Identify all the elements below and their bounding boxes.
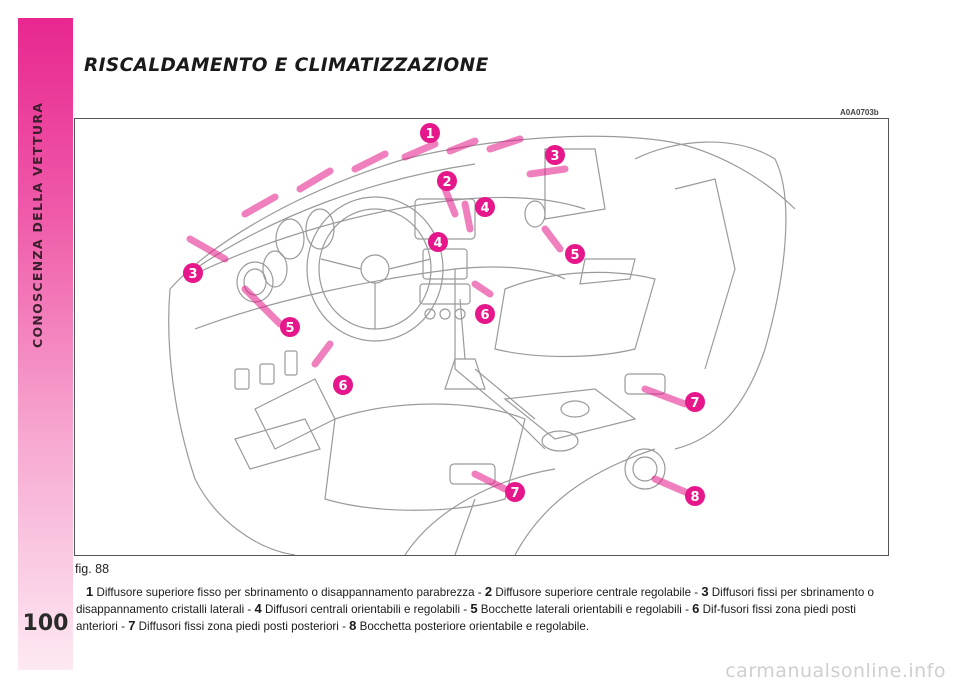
callout-badge-6: 6 bbox=[333, 375, 353, 395]
callout-label: 6 bbox=[338, 379, 347, 394]
callout-badge-7: 7 bbox=[505, 482, 525, 502]
callout-label: 6 bbox=[480, 308, 489, 323]
airflow-arrow bbox=[241, 285, 284, 328]
page-number: 100 bbox=[22, 611, 69, 636]
legend-item: 1 Diffusore superiore fisso per sbriname… bbox=[86, 584, 485, 599]
section-sidebar: CONOSCENZA DELLA VETTURA bbox=[18, 18, 73, 670]
callout-badge-7: 7 bbox=[685, 392, 705, 412]
figure-legend: 1 Diffusore superiore fisso per sbriname… bbox=[76, 584, 882, 635]
airflow-arrow bbox=[471, 470, 509, 493]
callout-label: 5 bbox=[570, 248, 579, 263]
airflow-arrow bbox=[471, 280, 494, 298]
page-title: RISCALDAMENTO E CLIMATIZZAZIONE bbox=[84, 55, 489, 76]
callout-badge-1: 1 bbox=[420, 123, 440, 143]
figure-code: A0A0703b bbox=[840, 108, 879, 117]
callout-badges: 1 2 3 3 4 4 5 5 6 6 7 7 8 bbox=[183, 123, 705, 506]
car-interior-figure: 1 2 3 3 4 4 5 5 6 6 7 7 8 bbox=[74, 118, 889, 556]
callout-label: 4 bbox=[480, 201, 489, 216]
airflow-arrow bbox=[641, 385, 689, 408]
callout-label: 7 bbox=[510, 486, 519, 501]
figure-caption: fig. 88 bbox=[75, 562, 110, 576]
airflow-arrow bbox=[486, 135, 524, 153]
airflow-arrow bbox=[461, 200, 474, 233]
callout-badge-8: 8 bbox=[685, 486, 705, 506]
airflow-arrow bbox=[241, 193, 279, 218]
airflow-arrow bbox=[541, 225, 564, 253]
airflow-arrow bbox=[651, 475, 694, 498]
callout-label: 1 bbox=[425, 127, 434, 142]
callout-label: 5 bbox=[285, 321, 294, 336]
airflow-arrow bbox=[441, 185, 459, 218]
callout-label: 7 bbox=[690, 396, 699, 411]
airflow-arrow bbox=[296, 167, 334, 193]
callout-label: 3 bbox=[188, 267, 197, 282]
callout-label: 8 bbox=[690, 490, 699, 505]
airflow-arrow bbox=[351, 150, 389, 173]
callout-badge-3: 3 bbox=[545, 145, 565, 165]
legend-item: 3 Diffusori fissi per sbrinamento o disa… bbox=[76, 584, 874, 616]
callout-label: 3 bbox=[550, 149, 559, 164]
section-label: CONOSCENZA DELLA VETTURA bbox=[18, 18, 73, 348]
watermark: carmanualsonline.info bbox=[725, 660, 946, 682]
callout-badge-5: 5 bbox=[565, 244, 585, 264]
legend-item: 6 Dif-fusori fissi zona piedi posti ante… bbox=[76, 601, 856, 633]
airflow-arrow bbox=[311, 340, 334, 368]
legend-item: 4 Diffusori centrali orientabili e regol… bbox=[254, 601, 471, 616]
airflow-arrow bbox=[401, 140, 439, 161]
callout-badge-5: 5 bbox=[280, 317, 300, 337]
legend-item: 5 Bocchette laterali orientabili e regol… bbox=[470, 601, 693, 616]
legend-item: 2 Diffusore superiore centrale regolabil… bbox=[484, 584, 702, 599]
airflow-arrow bbox=[526, 165, 569, 178]
line-art bbox=[168, 135, 796, 555]
airflow-arrow bbox=[186, 235, 229, 263]
car-interior-illustration: 1 2 3 3 4 4 5 5 6 6 7 7 8 bbox=[168, 123, 796, 555]
legend-item: 8 Bocchetta posteriore orientabile e reg… bbox=[349, 618, 590, 633]
section-label-text: CONOSCENZA DELLA VETTURA bbox=[30, 101, 45, 348]
callout-badge-4: 4 bbox=[475, 197, 495, 217]
airflow-arrows bbox=[186, 135, 694, 498]
airflow-arrow bbox=[446, 137, 479, 155]
callout-badge-2: 2 bbox=[437, 171, 457, 191]
callout-label: 4 bbox=[433, 236, 442, 251]
callout-label: 2 bbox=[442, 175, 451, 190]
callout-badge-3: 3 bbox=[183, 263, 203, 283]
legend-item: 7 Diffusori fissi zona piedi posti poste… bbox=[128, 618, 350, 633]
callout-badge-6: 6 bbox=[475, 304, 495, 324]
callout-badge-4: 4 bbox=[428, 232, 448, 252]
